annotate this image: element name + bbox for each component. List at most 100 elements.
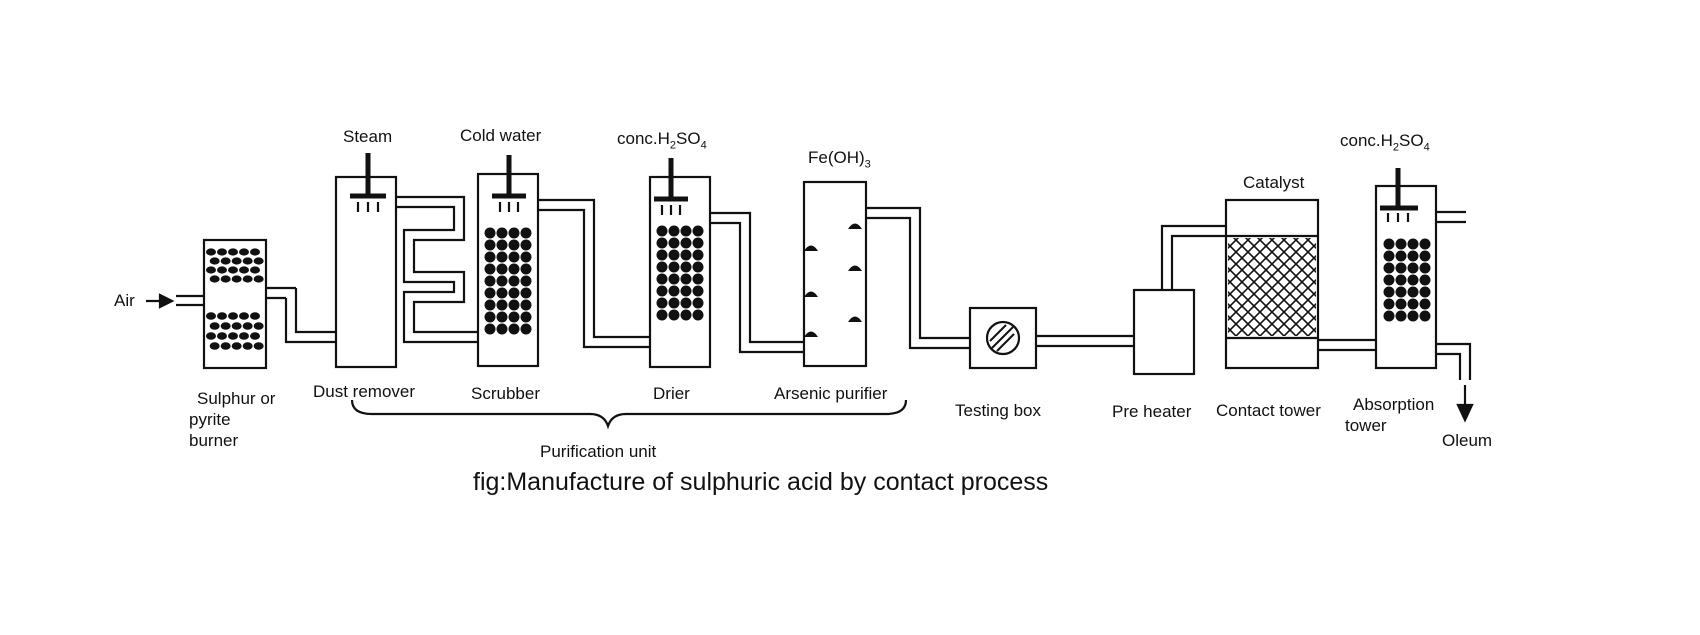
packing-ball — [217, 332, 227, 340]
cold-water-label: Cold water — [460, 126, 542, 145]
feoh-label: Fe(OH)3 — [808, 148, 871, 171]
packing-ball — [692, 285, 704, 297]
packing-ball — [231, 257, 242, 265]
packing-ball — [520, 299, 532, 311]
purification-brace — [350, 399, 908, 430]
packing-ball — [1419, 298, 1431, 310]
packing-ball — [692, 273, 704, 285]
packing-ball — [484, 263, 496, 275]
arsenic-purifier — [802, 180, 868, 368]
packing-ball — [1383, 262, 1395, 274]
testing-box-disc — [985, 320, 1021, 356]
packing-ball — [231, 322, 242, 330]
packing-ball — [668, 225, 680, 237]
packing-ball — [209, 322, 220, 330]
packing-ball — [250, 332, 260, 340]
packing-ball — [253, 257, 264, 265]
oleum-label: Oleum — [1442, 431, 1493, 450]
packing-ball — [1383, 298, 1395, 310]
burner-label: Sulphur or pyrite burner — [189, 389, 276, 450]
packing-ball — [206, 248, 216, 256]
packing-ball — [220, 342, 231, 350]
packing-ball — [1419, 310, 1431, 322]
packing-ball — [250, 312, 260, 320]
pipe-scrubber-drier — [538, 198, 650, 349]
packing-ball — [209, 342, 220, 350]
packing-ball — [217, 266, 227, 274]
packing-ball — [242, 275, 253, 283]
packing-ball — [484, 251, 496, 263]
packing-ball — [239, 248, 249, 256]
packing-ball — [496, 299, 508, 311]
sulphur-burner — [176, 238, 296, 370]
figure-caption: fig:Manufacture of sulphuric acid by con… — [473, 468, 1049, 496]
packing-ball — [692, 225, 704, 237]
scrubber-label: Scrubber — [471, 384, 540, 403]
packing-ball — [1407, 286, 1419, 298]
packing-ball — [228, 266, 238, 274]
packing-ball — [680, 273, 692, 285]
packing-ball — [680, 249, 692, 261]
packing-ball — [250, 266, 260, 274]
packing-ball — [220, 322, 231, 330]
scrubber-tower — [476, 155, 540, 368]
packing-ball — [692, 237, 704, 249]
packing-ball — [508, 311, 520, 323]
packing-ball — [209, 257, 220, 265]
packing-ball — [217, 312, 227, 320]
absorption-tower — [1374, 168, 1472, 380]
packing-ball — [692, 297, 704, 309]
packing-ball — [231, 275, 242, 283]
packing-ball — [508, 287, 520, 299]
contact-tower — [1224, 198, 1320, 370]
steam-label: Steam — [343, 127, 393, 146]
packing-ball — [1407, 250, 1419, 262]
packing-ball — [250, 248, 260, 256]
packing-ball — [508, 239, 520, 251]
packing-ball — [508, 227, 520, 239]
acid-label-1: conc.H2SO4 — [617, 129, 707, 152]
packing-ball — [484, 275, 496, 287]
drier-tower — [648, 158, 712, 369]
packing-ball — [206, 312, 216, 320]
packing-ball — [1419, 286, 1431, 298]
packing-ball — [520, 275, 532, 287]
packing-ball — [1383, 250, 1395, 262]
packing-ball — [668, 285, 680, 297]
packing-balls — [206, 225, 1431, 350]
packing-ball — [239, 312, 249, 320]
packing-ball — [520, 251, 532, 263]
packing-ball — [496, 275, 508, 287]
packing-ball — [1395, 298, 1407, 310]
packing-ball — [680, 309, 692, 321]
packing-ball — [253, 322, 264, 330]
packing-ball — [206, 332, 216, 340]
packing-ball — [656, 309, 668, 321]
packing-ball — [656, 297, 668, 309]
packing-ball — [228, 312, 238, 320]
packing-ball — [1383, 274, 1395, 286]
packing-ball — [484, 239, 496, 251]
packing-ball — [680, 261, 692, 273]
purification-unit-label: Purification unit — [540, 442, 657, 461]
packing-ball — [1395, 274, 1407, 286]
packing-ball — [656, 273, 668, 285]
packing-ball — [484, 311, 496, 323]
packing-ball — [520, 287, 532, 299]
dust-remover-label: Dust remover — [313, 382, 416, 401]
packing-ball — [231, 342, 242, 350]
packing-ball — [484, 323, 496, 335]
packing-ball — [496, 227, 508, 239]
packing-ball — [520, 311, 532, 323]
packing-ball — [656, 237, 668, 249]
packing-ball — [680, 285, 692, 297]
packing-ball — [680, 225, 692, 237]
packing-ball — [520, 323, 532, 335]
packing-ball — [496, 263, 508, 275]
packing-ball — [1407, 310, 1419, 322]
packing-ball — [217, 248, 227, 256]
pipe-contact-absorption — [1318, 338, 1376, 352]
packing-ball — [508, 323, 520, 335]
packing-ball — [228, 248, 238, 256]
